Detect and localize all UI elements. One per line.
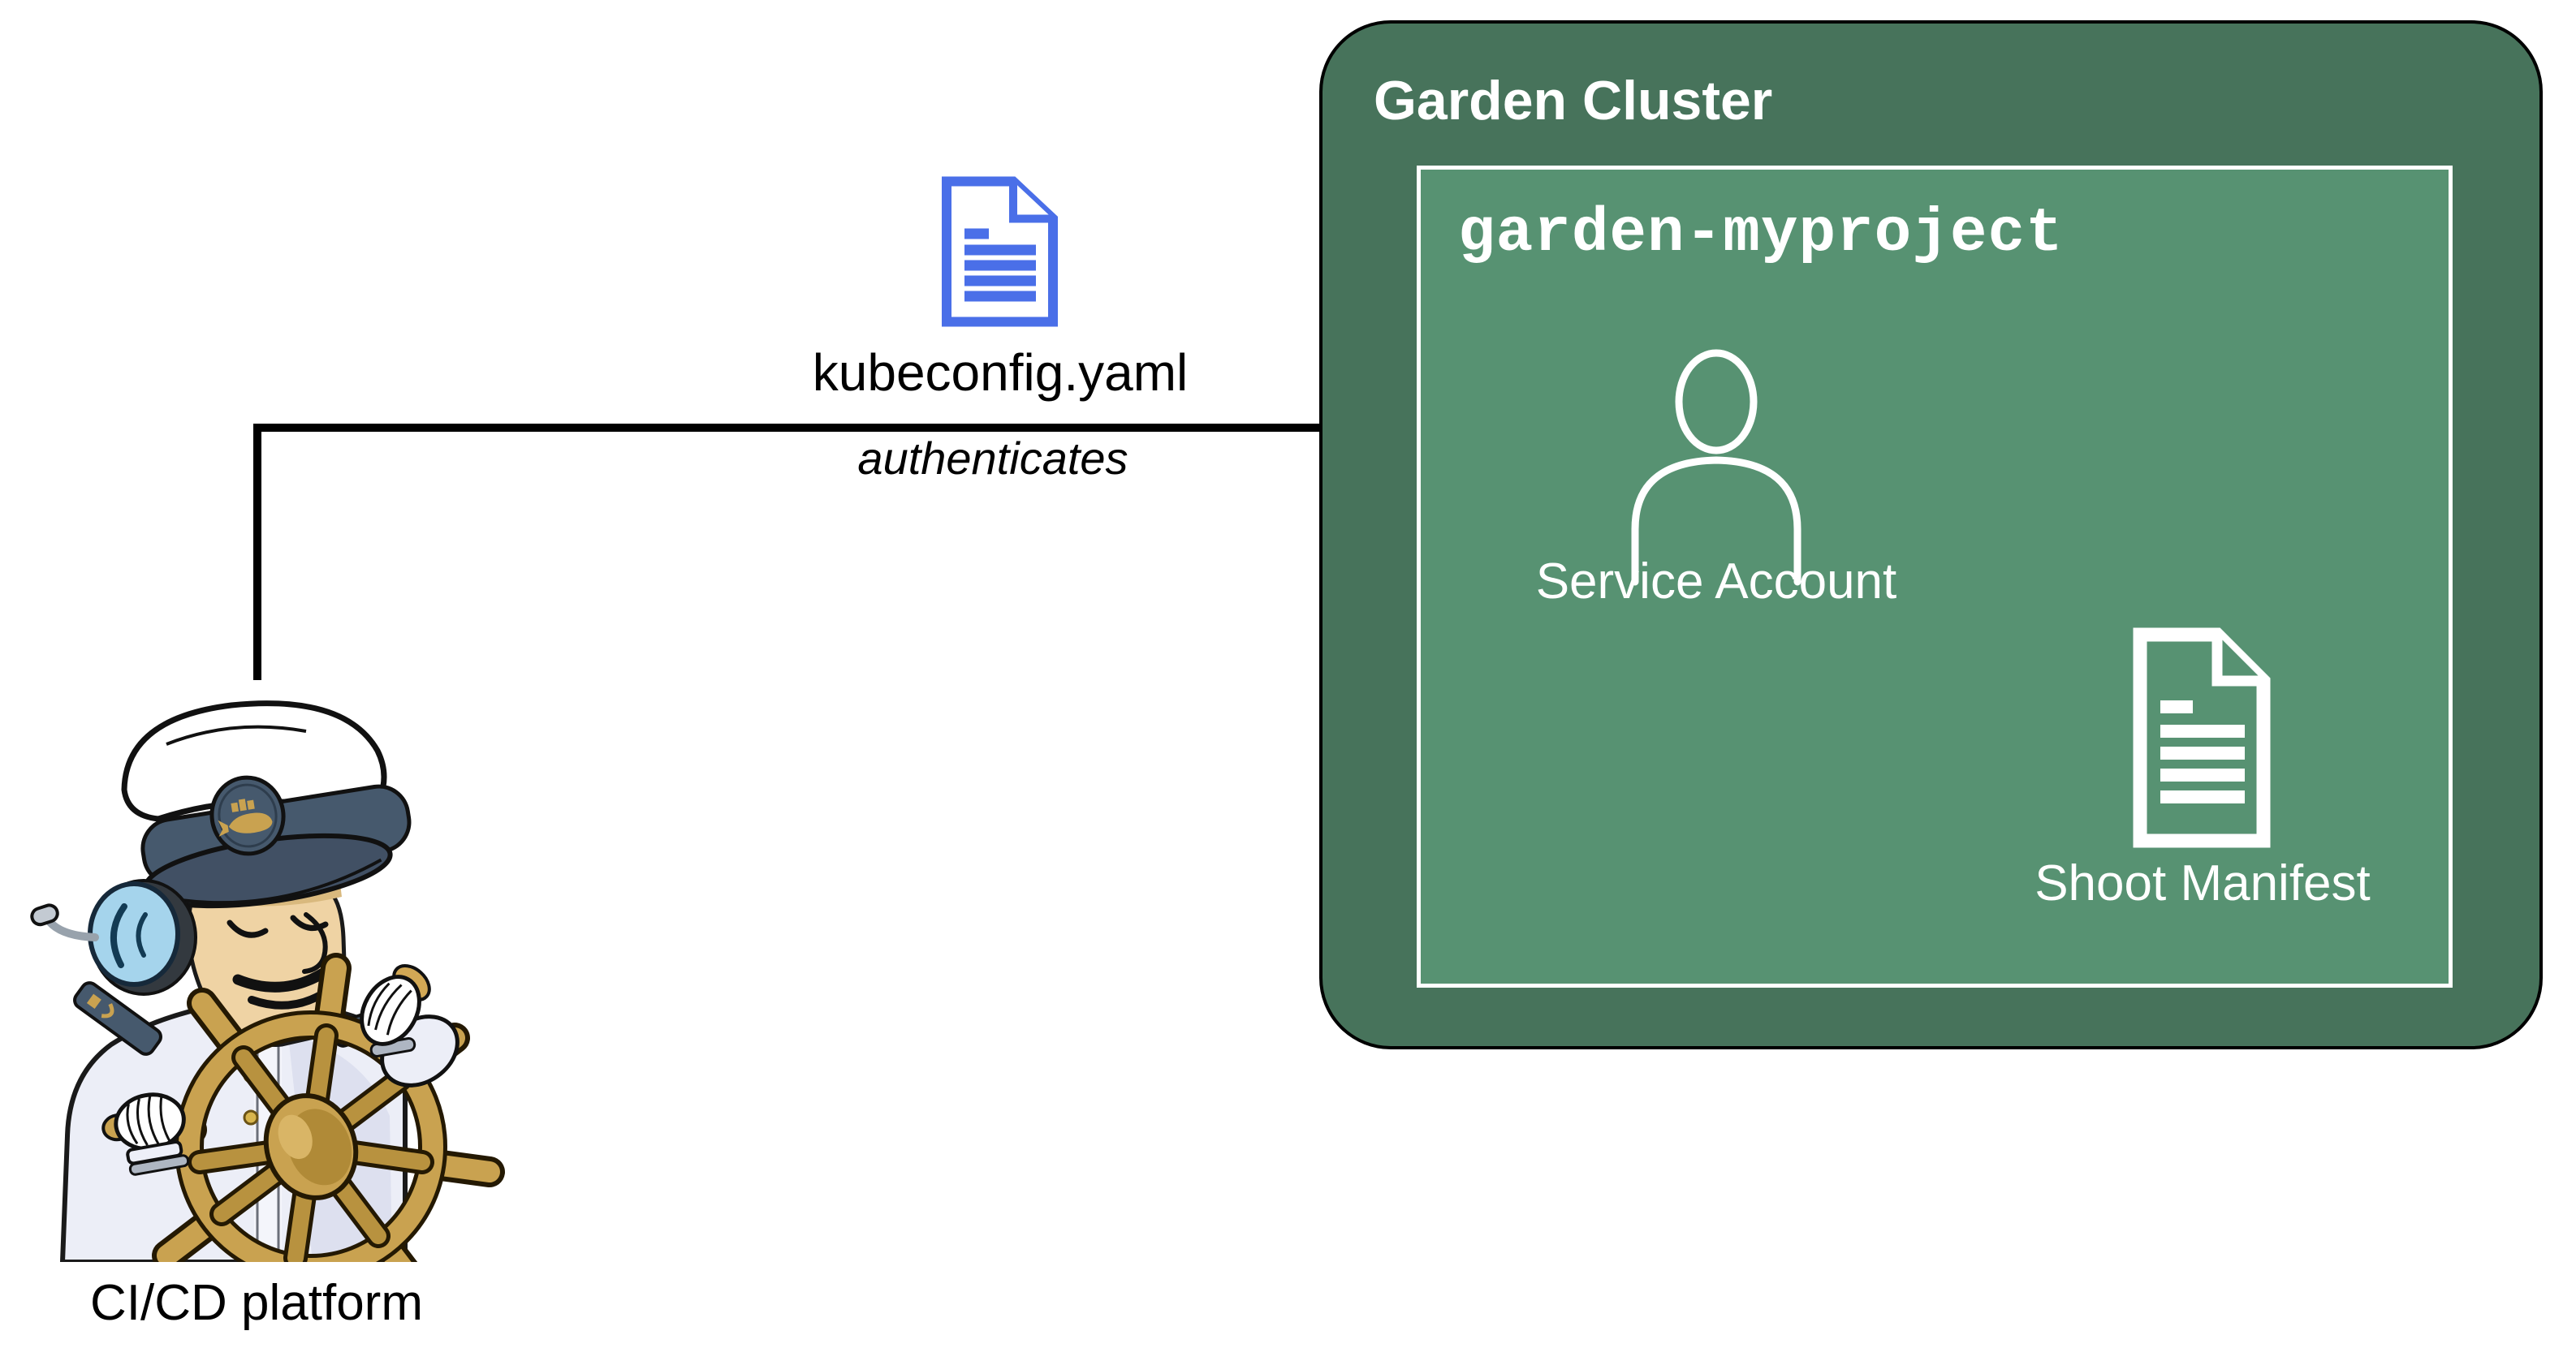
project-namespace-box: garden-myproject Service Account Shoot M… [1417, 166, 2453, 988]
shoot-manifest-file-icon [2133, 627, 2271, 848]
hat-badge [209, 775, 286, 856]
garden-cluster-title: Garden Cluster [1374, 70, 1773, 131]
headphone-cup [88, 881, 180, 987]
jenkins-captain-illustration [30, 700, 505, 1262]
shoot-manifest-label: Shoot Manifest [2034, 855, 2371, 911]
authenticates-label: authenticates [857, 433, 1128, 484]
garden-cluster-box: Garden Cluster garden-myproject Service … [1319, 20, 2543, 1049]
connector-line-horizontal [253, 424, 1322, 432]
cicd-platform-label: CI/CD platform [90, 1275, 423, 1331]
service-account-label: Service Account [1535, 553, 1897, 609]
service-account-person-icon [1631, 349, 1801, 586]
connector-line-vertical [253, 424, 261, 680]
glove-left [101, 1092, 190, 1176]
glove-right [360, 975, 421, 1046]
epaulette-left [73, 981, 162, 1056]
kubeconfig-label: kubeconfig.yaml [812, 343, 1189, 402]
captain-hat [121, 700, 387, 822]
project-namespace-title: garden-myproject [1458, 199, 2064, 269]
kubeconfig-file-icon [942, 176, 1058, 327]
